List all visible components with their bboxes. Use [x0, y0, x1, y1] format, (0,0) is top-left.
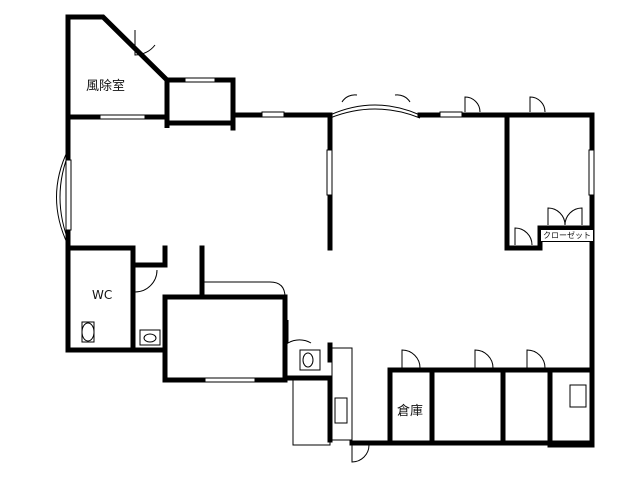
windows [56, 77, 595, 383]
walls [65, 14, 595, 448]
fixtures [81, 321, 161, 346]
room-label-wc: WC [92, 288, 113, 302]
doors [134, 30, 583, 463]
room-label-closet: クローゼット [540, 229, 594, 242]
room-label-vestibule: 風除室 [86, 79, 126, 94]
room-label-storage: 倉庫 [397, 404, 424, 419]
